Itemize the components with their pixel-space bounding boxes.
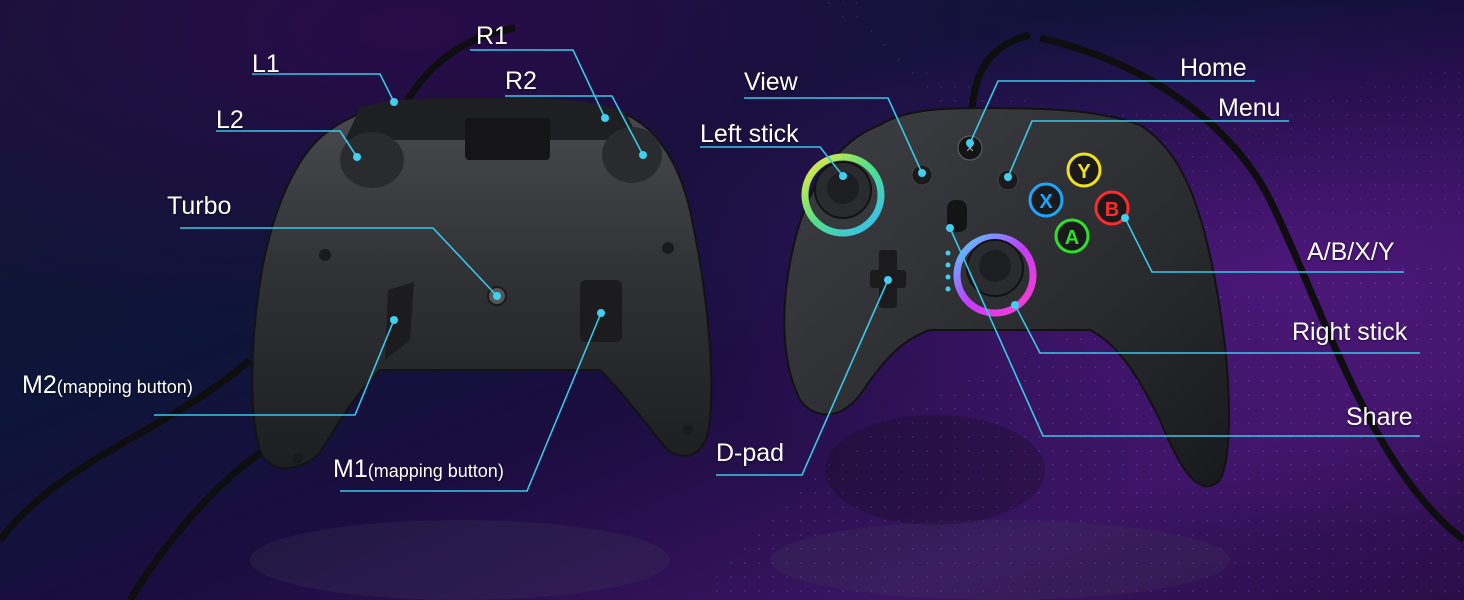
label-share: Share — [1346, 403, 1413, 431]
r2-trigger — [602, 127, 662, 183]
label-abxy: A/B/X/Y — [1307, 238, 1395, 266]
svg-text:✕: ✕ — [965, 143, 974, 155]
label-m1-name: M1 — [333, 455, 368, 483]
callout-line-r2 — [505, 95, 644, 156]
callout-line-m1 — [340, 312, 602, 492]
controller-back-view — [251, 98, 713, 470]
callout-line-menu — [1007, 120, 1289, 178]
y-button-letter: Y — [1077, 161, 1091, 183]
label-m1: M1(mapping button) — [333, 457, 504, 482]
l2-trigger — [340, 132, 404, 188]
callout-line-l2 — [216, 130, 358, 158]
right-stick-ring — [953, 233, 1037, 317]
label-l1: L1 — [252, 50, 280, 78]
label-r2: R2 — [505, 67, 537, 95]
label-right-stick: Right stick — [1292, 318, 1408, 346]
callout-line-dpad — [716, 279, 889, 476]
b-button — [1094, 190, 1130, 226]
m2-paddle — [385, 282, 414, 360]
x-button — [1028, 182, 1064, 218]
b-button-letter: B — [1105, 199, 1119, 221]
left-stick-ring — [801, 153, 885, 237]
dotted-wave-pattern — [700, 260, 1464, 600]
callout-line-home — [969, 80, 1255, 144]
callout-line-turbo — [180, 227, 498, 297]
home-button — [957, 135, 983, 161]
callout-line-abxy — [1124, 217, 1404, 273]
share-button — [947, 200, 967, 232]
label-dpad: D-pad — [716, 439, 785, 467]
callout-line-l1 — [252, 73, 395, 103]
label-m1-note: (mapping button) — [367, 461, 504, 481]
cable — [0, 24, 1464, 600]
a-button — [1054, 218, 1090, 254]
label-r1: R1 — [476, 22, 508, 50]
face-buttons: Y X B A — [1028, 152, 1130, 254]
callout-lines — [154, 49, 1420, 492]
label-menu: Menu — [1218, 94, 1281, 122]
label-turbo: Turbo — [167, 192, 232, 220]
callout-line-m2 — [154, 319, 395, 416]
x-button-letter: X — [1039, 191, 1053, 213]
label-l2: L2 — [216, 106, 244, 134]
label-left-stick: Left stick — [700, 120, 799, 148]
label-m2: M2(mapping button) — [22, 373, 193, 398]
callout-line-left-stick — [700, 146, 844, 177]
label-home: Home — [1180, 54, 1247, 82]
callout-line-right-stick — [1014, 304, 1420, 354]
a-button-letter: A — [1065, 227, 1079, 249]
callout-line-share — [949, 227, 1420, 437]
callout-line-view — [744, 97, 923, 174]
label-m2-note: (mapping button) — [56, 377, 193, 397]
label-m2-name: M2 — [22, 371, 57, 399]
label-view: View — [744, 68, 798, 96]
y-button — [1066, 152, 1102, 188]
